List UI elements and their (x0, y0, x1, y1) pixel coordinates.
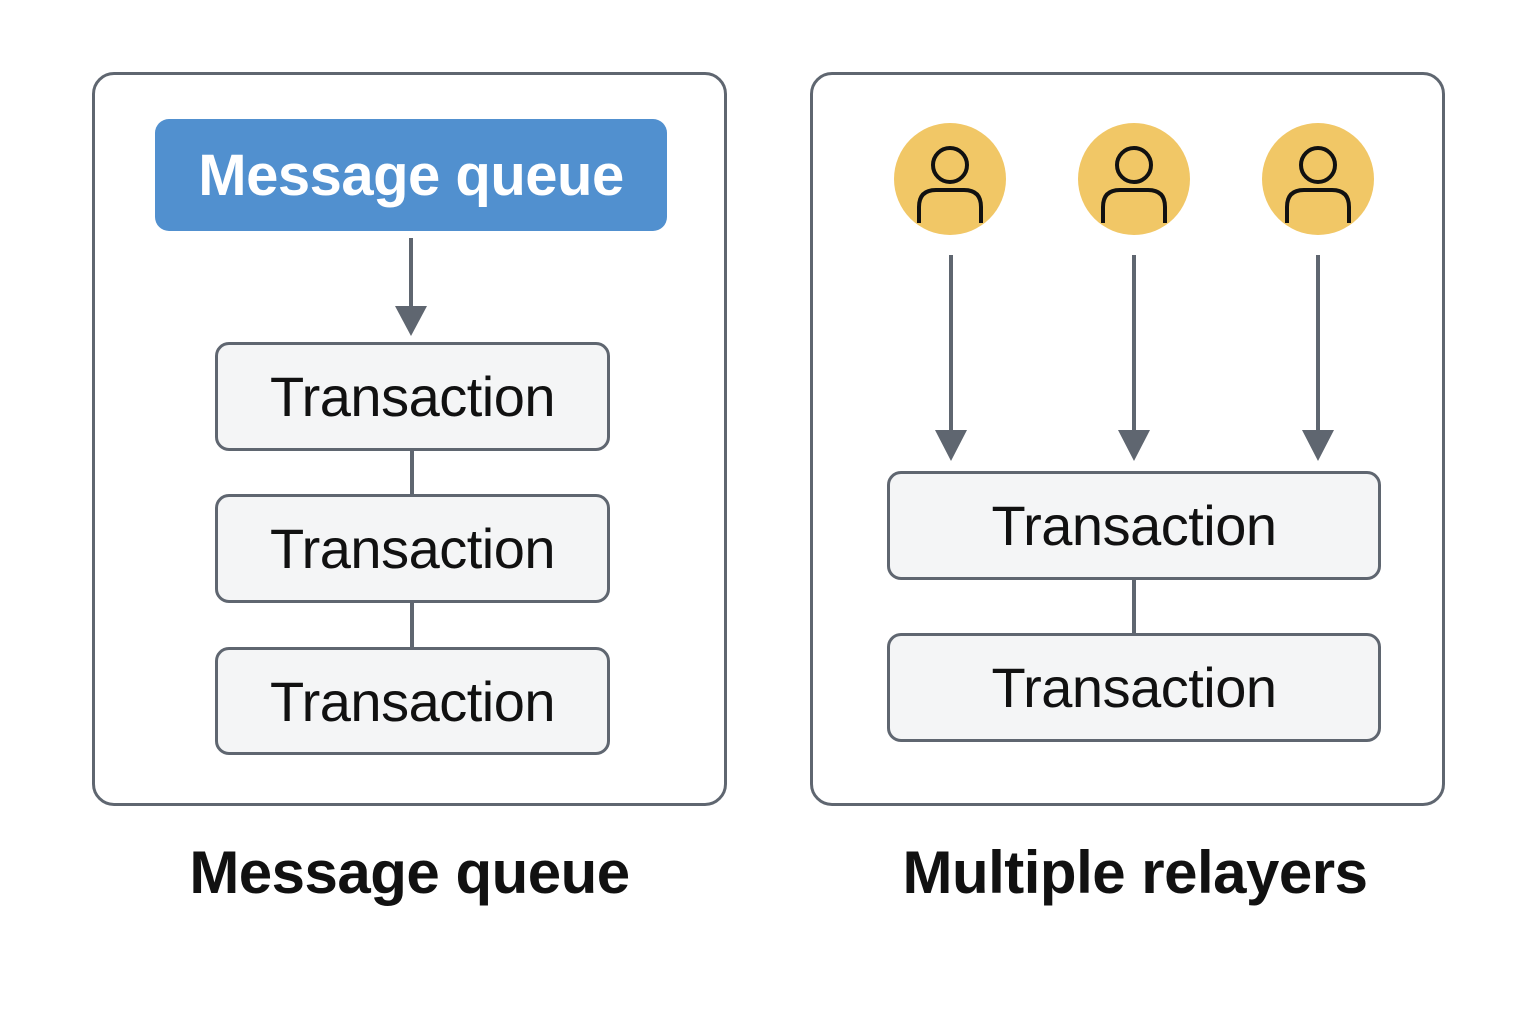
relayer-transaction-box: Transaction (887, 471, 1381, 580)
arrow-down-icon (935, 430, 967, 461)
arrow-down-icon (1118, 430, 1150, 461)
queue-transaction-box: Transaction (215, 647, 610, 755)
relayer-user-icon (1078, 123, 1190, 235)
relayer-transaction-box: Transaction (887, 633, 1381, 742)
relayer-user-icon (894, 123, 1006, 235)
arrow-down-icon (395, 306, 427, 336)
user-icon (1101, 146, 1167, 223)
queue-transaction-box: Transaction (215, 494, 610, 603)
message-queue-header: Message queue (155, 119, 667, 231)
relayer-user-icon (1262, 123, 1374, 235)
queue-transaction-box: Transaction (215, 342, 610, 451)
message-queue-caption: Message queue (189, 838, 630, 906)
user-icon (917, 146, 983, 223)
user-icon (1285, 146, 1351, 223)
multiple-relayers-caption: Multiple relayers (902, 838, 1368, 906)
arrow-down-icon (1302, 430, 1334, 461)
